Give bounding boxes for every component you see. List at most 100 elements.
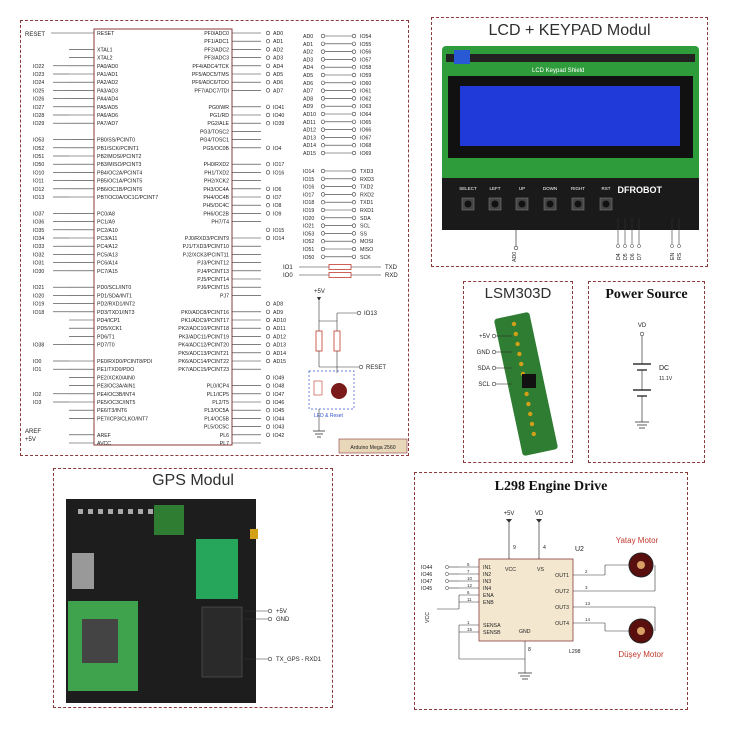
- serial-left-label: IO19: [303, 208, 314, 214]
- bus-terminal: [320, 143, 326, 148]
- right-io-label: IO40: [273, 113, 284, 119]
- serial-terminal: [351, 254, 357, 259]
- io-terminal: [265, 112, 271, 118]
- reset-terminal: [358, 364, 364, 370]
- bus-left-label: AD13: [303, 135, 316, 141]
- right-pin-label: PK6/ADC14/PCINT22: [178, 359, 229, 365]
- right-pin-label: PH2/XCK2: [204, 179, 229, 185]
- right-pin-label: PL2/T5: [212, 400, 229, 406]
- serial-right-label: MISO: [360, 247, 373, 253]
- gps-pin-label: +5V: [276, 609, 287, 615]
- right-io-label: AD10: [273, 318, 286, 324]
- right-io-label: AD1: [273, 39, 283, 45]
- serial-terminal: [351, 200, 357, 205]
- serial-terminal: [351, 168, 357, 174]
- led-io-label: IO13: [364, 311, 378, 317]
- lsm-pad: [517, 351, 522, 357]
- lsm-pin-label: SDA: [478, 366, 490, 372]
- motor-bottom-shaft: [637, 627, 645, 635]
- bus-right-label: IO68: [360, 143, 371, 149]
- left-io-label: IO29: [33, 121, 44, 127]
- bus-terminal: [351, 127, 357, 132]
- data-pin-label: D5: [623, 253, 629, 260]
- serial-left-label: IO14: [303, 169, 314, 175]
- bus-left-label: AD8: [303, 96, 313, 102]
- vs-pin-num: 4: [543, 545, 546, 551]
- input-pin-label: ENB: [483, 600, 494, 606]
- serial-left-label: IO15: [303, 177, 314, 183]
- bus-left-label: AD5: [303, 73, 313, 79]
- right-io-label: AD8: [273, 302, 283, 308]
- serial-terminal: [320, 184, 326, 189]
- io-terminal: [265, 383, 271, 388]
- bus-terminal: [351, 72, 357, 78]
- lsm-title: LSM303D: [484, 285, 552, 302]
- bus-right-label: IO69: [360, 151, 371, 157]
- bus-left-label: AD9: [303, 104, 313, 110]
- input-io-terminal: [445, 586, 449, 590]
- left-io-label: IO35: [33, 228, 44, 234]
- keypad-button-cap: [464, 200, 472, 208]
- left-io-label: IO38: [33, 343, 44, 349]
- right-pin-label: PJ4/PCINT13: [197, 269, 229, 275]
- left-pin-label: PE6/T3/INT6: [97, 408, 127, 414]
- gps-title: GPS Modul: [152, 472, 234, 489]
- io-terminal: [265, 71, 271, 77]
- io-terminal: [265, 30, 271, 36]
- left-pin-label: PE2/XCK0/AIN0: [97, 375, 135, 381]
- io-terminal: [265, 317, 271, 323]
- left-pin-label: XTAL2: [97, 56, 113, 62]
- left-pin-label: XTAL1: [97, 47, 113, 53]
- bus-terminal: [320, 104, 326, 109]
- right-pin-label: PJ0/RXD3/PCINT9: [185, 236, 229, 242]
- right-pin-label: PG1/RD: [210, 113, 230, 119]
- right-io-label: IO9: [273, 211, 281, 217]
- chip-ref: U2: [575, 546, 584, 553]
- right-pin-label: PK4/ADC12/PCINT20: [178, 343, 229, 349]
- io-terminal: [265, 121, 271, 126]
- io-terminal: [265, 203, 271, 208]
- right-pin-label: PL1/ICP5: [207, 392, 229, 398]
- right-pin-label: PG5/OC0B: [203, 146, 229, 152]
- left-io-label: IO30: [33, 269, 44, 275]
- gps-pin-label: GND: [276, 617, 290, 623]
- motor-top-label: Yatay Motor: [616, 536, 659, 545]
- right-pin-label: PK2/ADC10/PCINT18: [178, 326, 229, 332]
- left-pin-label: AREF: [97, 433, 111, 439]
- keypad-button-cap: [491, 200, 499, 208]
- io-terminal: [265, 63, 271, 68]
- serial-right-label: RXD1: [360, 208, 374, 214]
- vcc-side-label: VCC: [425, 612, 431, 623]
- sense-a-label: SENSA: [483, 623, 501, 629]
- io-terminal: [265, 350, 271, 355]
- left-pin-label: PC3/A11: [97, 236, 117, 242]
- right-io-label: IO14: [273, 236, 284, 242]
- right-io-label: IO45: [273, 408, 284, 414]
- bus-left-label: AD4: [303, 65, 313, 71]
- board-label-box: [338, 438, 408, 454]
- brand-label: DFROBOT: [618, 185, 663, 195]
- bus-terminal: [351, 33, 357, 39]
- ad0-terminal: [513, 245, 519, 251]
- serial-terminal: [320, 168, 326, 174]
- lsm-pad: [529, 421, 535, 427]
- left-pin-label: PB3/MISO/PCINT3: [97, 162, 142, 168]
- io-terminal: [265, 227, 271, 232]
- left-io-label: IO1: [33, 367, 41, 373]
- potentiometer-icon: [454, 50, 470, 64]
- serial-right-label: SS: [360, 231, 367, 237]
- left-pin-label: PB1/SCK/PCINT1: [97, 146, 139, 152]
- led-box: [308, 370, 355, 410]
- io-terminal: [265, 80, 271, 85]
- keypad-button-label: DOWN: [543, 186, 557, 191]
- serial-right-label: TXD3: [360, 169, 373, 175]
- chip-part: L298: [569, 649, 581, 655]
- serial-terminal: [351, 207, 357, 213]
- gps-tx-terminal: [267, 656, 273, 662]
- data-pin-terminal: [637, 244, 641, 248]
- bus-left-label: AD12: [303, 128, 316, 134]
- bus-left-label: AD3: [303, 57, 313, 63]
